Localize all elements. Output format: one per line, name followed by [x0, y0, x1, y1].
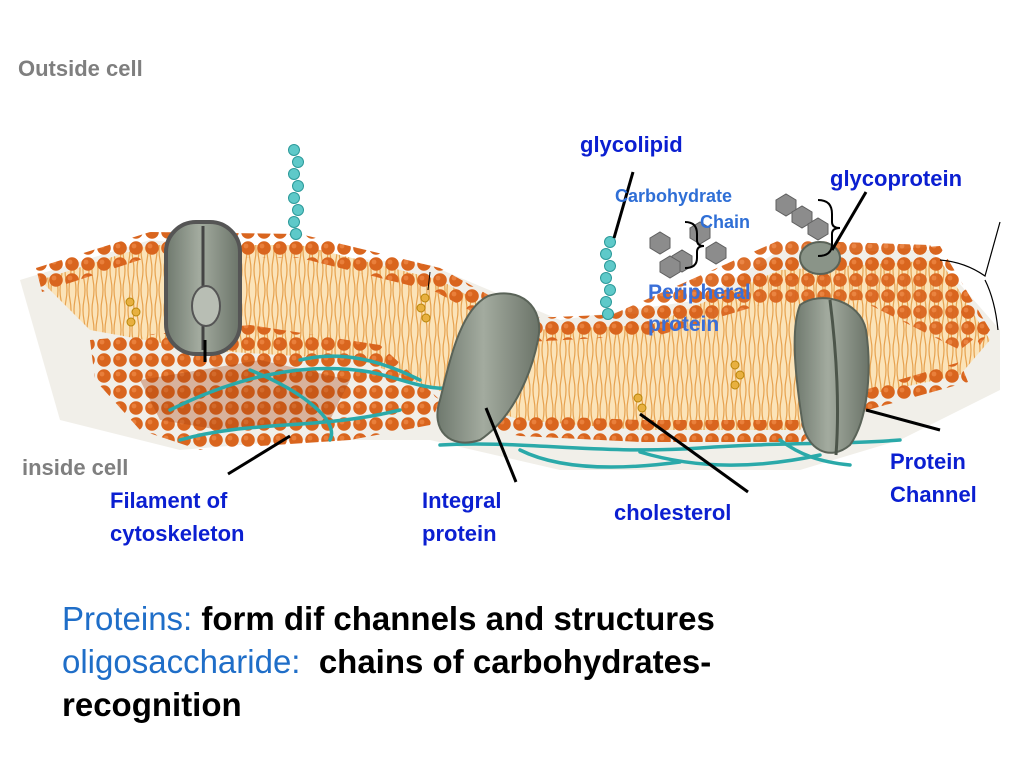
outside-cell-label: Outside cell	[18, 56, 143, 81]
integral-protein-shape	[436, 292, 541, 444]
filament-label-line2: cytoskeleton	[110, 521, 245, 546]
integral-protein-label-line2: protein	[422, 521, 497, 546]
caption-def-oligosaccharide: chains of carbohydrates-	[300, 642, 712, 680]
inside-cell-label: inside cell	[22, 455, 129, 480]
protein-channel-label-line2: Channel	[890, 482, 977, 507]
carbohydrate-chain-label-line1: Carbohydrate	[615, 186, 733, 206]
caption-def-recognition: recognition	[62, 685, 242, 723]
carbohydrate-chain-label-line2: Chain	[700, 212, 751, 232]
leader-lines	[227, 171, 941, 494]
phospholipid-heads-bottom	[438, 362, 968, 442]
channel-protein-left	[164, 220, 242, 362]
caption-line-1: Proteins: form dif channels and structur…	[62, 598, 982, 641]
filament-label-line1: Filament of	[110, 488, 228, 513]
glycolipid-chain	[600, 236, 616, 320]
cholesterol-label: cholesterol	[614, 500, 732, 525]
carbohydrate-chain	[649, 193, 829, 279]
glycoprotein-label: glycoprotein	[830, 166, 963, 191]
cell-membrane-diagram	[20, 144, 1001, 494]
protein-channel-label-line1: Protein	[890, 449, 966, 474]
glycolipid-label: glycolipid	[580, 132, 683, 157]
caption-line-3: recognition	[62, 684, 982, 727]
peripheral-protein-label-line2: protein	[648, 313, 720, 336]
caption-term-oligosaccharide: oligosaccharide:	[62, 642, 301, 680]
integral-protein-label-line1: Integral	[422, 488, 502, 513]
inner-surface-shadow	[140, 360, 350, 430]
caption-def-proteins: form dif channels and structures	[192, 600, 715, 637]
glyco-chain-left	[288, 144, 304, 240]
caption-term-proteins: Proteins:	[62, 600, 193, 637]
caption-line-2: oligosaccharide: chains of carbohydrates…	[62, 641, 982, 684]
peripheral-protein-label-line1: Peripheral	[648, 281, 751, 304]
protein-channel-shape	[793, 297, 870, 456]
edge-strokes	[939, 221, 1001, 331]
cholesterol-molecules	[125, 293, 745, 413]
caption-text: Proteins: form dif channels and structur…	[62, 598, 982, 727]
phospholipid-heads-surface-right	[600, 240, 985, 350]
